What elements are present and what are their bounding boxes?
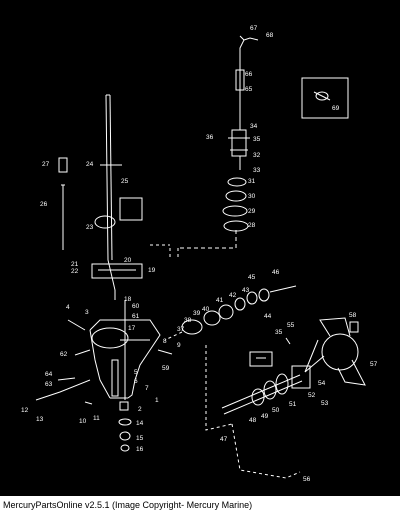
callout: 28 xyxy=(248,222,256,229)
callout: 49 xyxy=(261,413,269,420)
callout: 33 xyxy=(253,167,261,174)
callout: 44 xyxy=(264,313,272,320)
callout: 7 xyxy=(145,385,149,392)
callout: 13 xyxy=(36,416,44,423)
callout: 50 xyxy=(272,407,280,414)
callout: 53 xyxy=(321,400,329,407)
callout: 6 xyxy=(134,378,138,385)
callout: 32 xyxy=(253,152,261,159)
callout: 18 xyxy=(124,296,132,303)
parts-diagram: 67 68 66 65 34 36 35 32 33 31 30 29 28 6… xyxy=(0,0,400,496)
callout: 61 xyxy=(132,313,140,320)
callout: 30 xyxy=(248,193,256,200)
callout: 22 xyxy=(71,268,79,275)
linework xyxy=(35,35,366,479)
callout: 42 xyxy=(229,292,237,299)
callout: 59 xyxy=(162,365,170,372)
callout: 54 xyxy=(318,380,326,387)
callout: 34 xyxy=(250,123,258,130)
callout: 31 xyxy=(248,178,256,185)
callout: 3 xyxy=(85,309,89,316)
callout: 68 xyxy=(266,32,274,39)
callout: 56 xyxy=(303,476,311,483)
callout: 64 xyxy=(45,371,53,378)
callout: 16 xyxy=(136,446,144,453)
callout: 46 xyxy=(272,269,280,276)
callout: 39 xyxy=(193,310,201,317)
callout: 2 xyxy=(138,406,142,413)
callout: 8 xyxy=(163,338,167,345)
callout: 57 xyxy=(370,361,378,368)
callout: 35 xyxy=(253,136,261,143)
callout: 17 xyxy=(128,325,136,332)
callout: 69 xyxy=(332,105,340,112)
callout: 66 xyxy=(245,71,253,78)
callout: 9 xyxy=(177,342,181,349)
callout: 21 xyxy=(71,261,79,268)
callout: 25 xyxy=(121,178,129,185)
callout: 40 xyxy=(202,306,210,313)
callout: 1 xyxy=(155,397,159,404)
callout: 67 xyxy=(250,25,258,32)
callout: 5 xyxy=(134,369,138,376)
callout: 58 xyxy=(349,312,357,319)
callout: 26 xyxy=(40,201,48,208)
callout: 45 xyxy=(248,274,256,281)
callout: 43 xyxy=(242,287,250,294)
callout: 55 xyxy=(287,322,295,329)
callout: 27 xyxy=(42,161,50,168)
callout: 63 xyxy=(45,381,53,388)
callout: 36 xyxy=(206,134,214,141)
callout: 11 xyxy=(93,415,100,422)
callout: 4 xyxy=(66,304,70,311)
callout: 38 xyxy=(184,317,192,324)
exploded-view-drawing: 67 68 66 65 34 36 35 32 33 31 30 29 28 6… xyxy=(21,25,378,483)
callout: 23 xyxy=(86,224,94,231)
callout: 48 xyxy=(249,417,257,424)
callout: 19 xyxy=(148,267,156,274)
copyright-caption: MercuryPartsOnline v2.5.1 (Image Copyrig… xyxy=(3,500,253,510)
callout: 41 xyxy=(216,297,224,304)
callout: 14 xyxy=(136,420,144,427)
callout: 37 xyxy=(177,326,185,333)
callout: 35 xyxy=(275,329,283,336)
callout: 20 xyxy=(124,257,132,264)
callout: 29 xyxy=(248,208,256,215)
callout: 47 xyxy=(220,436,228,443)
callout: 60 xyxy=(132,303,140,310)
callout: 62 xyxy=(60,351,68,358)
callout: 24 xyxy=(86,161,94,168)
callout: 12 xyxy=(21,407,29,414)
callout: 65 xyxy=(245,86,253,93)
callout: 15 xyxy=(136,435,144,442)
callout-labels: 67 68 66 65 34 36 35 32 33 31 30 29 28 6… xyxy=(21,25,378,483)
callout: 51 xyxy=(289,401,297,408)
callout: 10 xyxy=(79,418,87,425)
callout: 52 xyxy=(308,392,316,399)
